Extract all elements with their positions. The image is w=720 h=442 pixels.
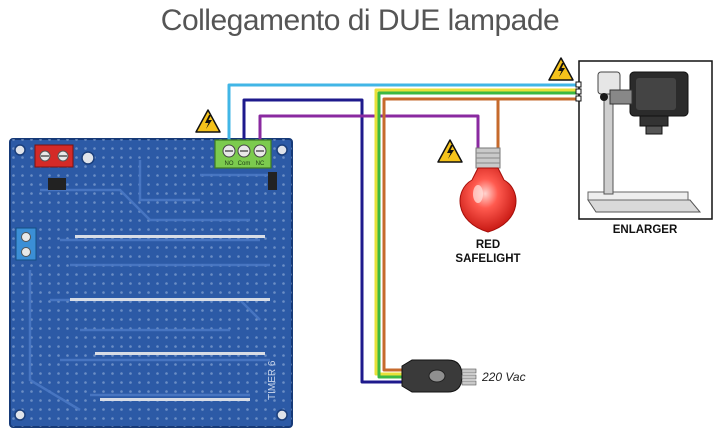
wires: [227, 83, 578, 384]
board-silkscreen: TIMER 6: [267, 360, 278, 400]
terminal-label-no: NO: [225, 161, 234, 167]
terminal-label-com: Com: [238, 161, 251, 167]
mounting-hole: [81, 151, 95, 165]
safelight-label-line2: SAFELIGHT: [455, 253, 520, 265]
relay-terminal-block: NO Com NC: [214, 139, 272, 169]
wire-navy: [242, 98, 405, 384]
high-voltage-warning-icon: [195, 109, 221, 133]
wire-earth-yellow: [374, 88, 578, 376]
diagram-title: Collegamento di DUE lampade: [160, 4, 560, 37]
high-voltage-warning-icon: [548, 57, 574, 81]
safelight-label-line1: RED: [476, 239, 500, 251]
timer-pcb-board: TIMER 6: [9, 138, 293, 428]
mains-voltage-label: 220 Vac: [481, 370, 526, 384]
jumper: [268, 172, 277, 190]
mounting-hole: [276, 409, 288, 421]
enlarger-label: ENLARGER: [613, 224, 678, 236]
wire-brown: [382, 97, 578, 372]
mounting-hole: [276, 144, 288, 156]
blue-side-terminal: [15, 227, 37, 261]
terminal-label-nc: NC: [256, 161, 265, 167]
mounting-hole: [14, 409, 26, 421]
red-safelight-bulb-icon: [459, 147, 517, 233]
enlarger-icon: [587, 71, 702, 213]
jumper: [48, 178, 66, 190]
high-voltage-warning-icon: [437, 139, 463, 163]
mounting-hole: [14, 144, 26, 156]
wire-cyan: [227, 83, 578, 150]
mains-plug-icon: [401, 359, 477, 393]
power-terminal-red: [34, 144, 74, 168]
wire-purple: [258, 114, 480, 150]
wire-earth-green: [377, 91, 578, 379]
